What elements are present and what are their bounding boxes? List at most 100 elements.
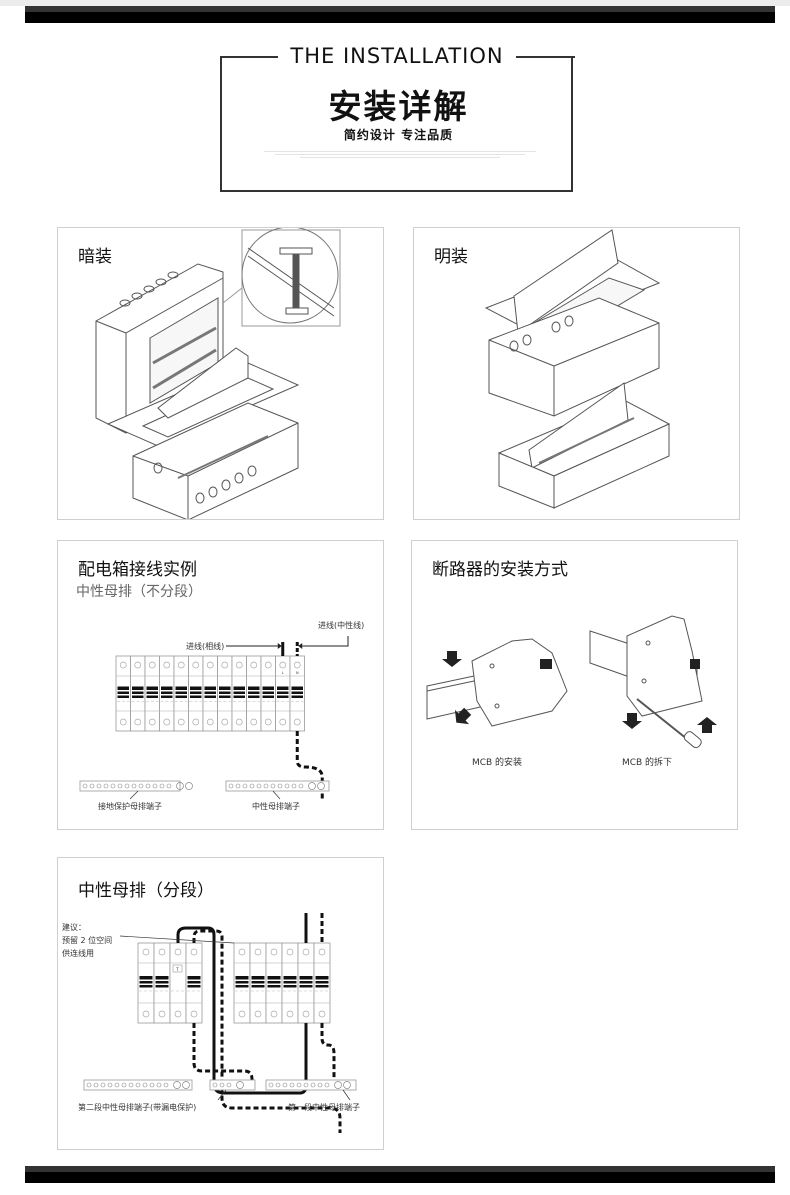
breaker-lever xyxy=(315,976,329,980)
phase-link-wire xyxy=(176,926,308,1095)
breaker-lever xyxy=(155,976,169,980)
rcd-leader xyxy=(217,1089,227,1101)
terminal-screw xyxy=(254,1010,262,1018)
breaker-lever xyxy=(187,981,201,984)
bus-hole xyxy=(289,1082,295,1088)
terminal-screw xyxy=(134,661,142,669)
terminal-screw xyxy=(158,1010,166,1018)
bus-hole xyxy=(145,783,151,789)
terminal-screw xyxy=(250,661,258,669)
breaker-lever xyxy=(251,985,265,988)
bus-hole xyxy=(343,1081,351,1089)
breaker-lever xyxy=(204,691,216,694)
panel-title: 明装 xyxy=(434,247,468,267)
bus-hole xyxy=(117,783,123,789)
neutral-arrow-line xyxy=(302,636,349,647)
note-leader xyxy=(119,935,235,944)
first-bar-label: 第一段中性母排端子 xyxy=(288,1102,360,1112)
terminal-screw xyxy=(142,948,150,956)
breaker-lever xyxy=(251,976,265,980)
neutral-arrow-head xyxy=(298,643,303,649)
breaker-lever xyxy=(262,691,274,694)
note-line: 建议： xyxy=(62,922,86,932)
breaker-lever xyxy=(277,686,289,690)
header-box xyxy=(220,56,573,192)
breaker-lever xyxy=(117,686,129,690)
first-leader xyxy=(342,1089,351,1101)
ground-leader xyxy=(129,790,139,800)
breaker-lever xyxy=(219,695,231,698)
bus-hole xyxy=(275,1082,281,1088)
bus-hole xyxy=(310,1082,316,1088)
breaker-lever xyxy=(204,686,216,690)
header-subtitle: 简约设计 专注品质 xyxy=(343,128,454,142)
terminal-screw xyxy=(177,661,185,669)
breaker-lever xyxy=(175,686,187,690)
breaker-lever xyxy=(235,981,249,984)
bus-hole xyxy=(82,783,88,789)
terminal-screw xyxy=(119,661,127,669)
bus-hole xyxy=(128,1082,134,1088)
rcd-busbar xyxy=(209,1079,256,1091)
breaker-lever xyxy=(139,976,153,980)
bus-hole xyxy=(226,1082,232,1088)
terminal-screw xyxy=(302,948,310,956)
terminal-screw xyxy=(318,1010,326,1018)
bus-hole xyxy=(93,1082,99,1088)
terminal-screw xyxy=(302,1010,310,1018)
header-rule-left xyxy=(220,56,278,58)
bus-hole xyxy=(131,783,137,789)
terminal-screw xyxy=(192,661,200,669)
breaker-lever xyxy=(251,981,265,984)
breaker-lever xyxy=(262,695,274,698)
breaker-lever xyxy=(219,686,231,690)
terminal-screw xyxy=(192,718,200,726)
breaker-lever xyxy=(235,985,249,988)
terminal-L-label: L xyxy=(282,671,284,675)
breaker-lever xyxy=(267,985,281,988)
bus-hole xyxy=(270,783,276,789)
breaker-lever xyxy=(315,985,329,988)
bus-hole xyxy=(317,782,325,790)
breaker-lever xyxy=(146,695,158,698)
bus-hole xyxy=(308,782,316,790)
phase-arrow-head xyxy=(277,643,282,649)
terminal-screw xyxy=(235,661,243,669)
breaker-lever xyxy=(190,691,202,694)
terminal-screw xyxy=(279,661,287,669)
bus-hole xyxy=(142,1082,148,1088)
bus-hole xyxy=(86,1082,92,1088)
breaker-lever xyxy=(233,691,245,694)
breaker-lever xyxy=(161,691,173,694)
breaker-lever xyxy=(117,691,129,694)
terminal-screw xyxy=(286,948,294,956)
bus-hole xyxy=(107,1082,113,1088)
bus-hole xyxy=(242,783,248,789)
knockout-holes xyxy=(119,271,179,307)
bus-hole xyxy=(124,783,130,789)
header-fine-print xyxy=(262,151,537,161)
terminal-screw xyxy=(163,661,171,669)
bus-hole xyxy=(334,1081,342,1089)
panel-subtitle: 中性母排（不分段） xyxy=(76,584,202,600)
terminal-screw xyxy=(279,718,287,726)
note-line: 供连线用 xyxy=(62,948,94,958)
breaker-lever xyxy=(277,695,289,698)
terminal-screw xyxy=(158,948,166,956)
breaker-lever xyxy=(267,981,281,984)
panel-title: 断路器的安装方式 xyxy=(432,560,568,580)
neutral-busbar xyxy=(225,780,330,792)
bus-hole xyxy=(256,783,262,789)
panel-title: 配电箱接线实例 xyxy=(78,560,197,580)
breaker-lever xyxy=(248,695,260,698)
terminal-screw xyxy=(134,718,142,726)
bus-hole xyxy=(159,783,165,789)
terminal-screw xyxy=(264,718,272,726)
breaker-lever xyxy=(283,981,297,984)
breaker-lever xyxy=(132,686,144,690)
breaker-lever xyxy=(190,686,202,690)
breaker-lever xyxy=(219,691,231,694)
panel-concealed-install: 暗装 xyxy=(57,227,384,520)
